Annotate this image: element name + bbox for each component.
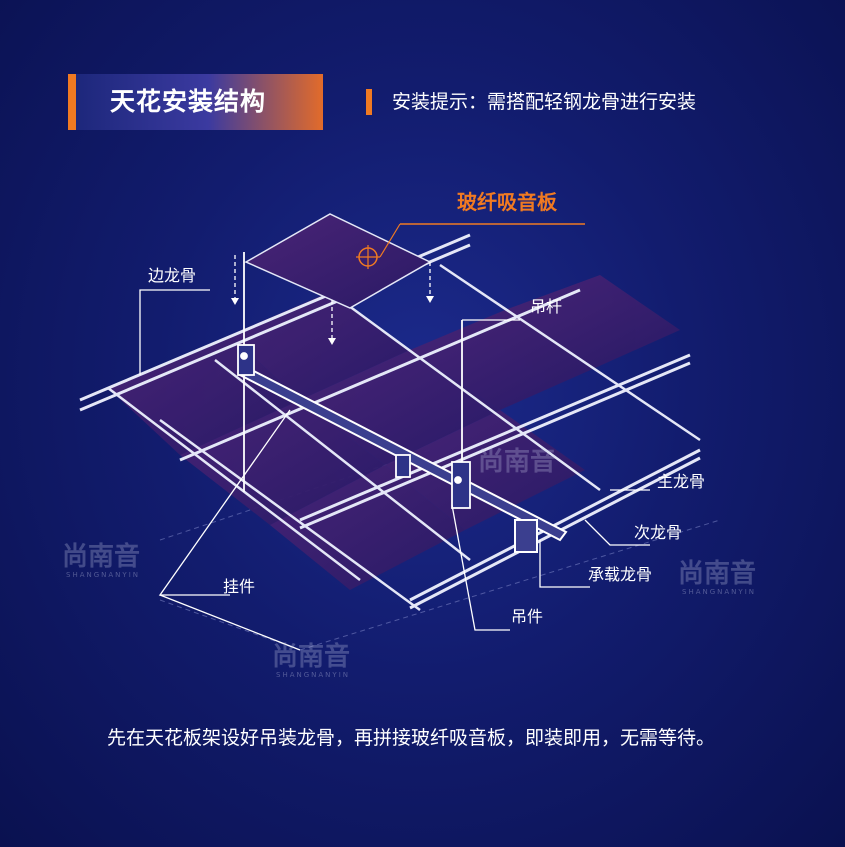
drop-arrows [234,255,431,340]
watermark-sub: SHANGNANYIN [66,571,140,579]
tip-accent-stripe [366,89,372,115]
main-keels [79,233,701,610]
hanger-rods [243,252,463,492]
watermark-sub: SHANGNANYIN [682,588,756,596]
secondary-keels [107,263,701,612]
install-description: 先在天花板架设好吊装龙骨，再拼接玻纤吸音板，即装即用，无需等待。 [107,727,716,749]
watermark-text: 尚南音 [62,541,140,572]
label-bearing-keel: 承载龙骨 [588,565,652,584]
watermark-text: 尚南音 [478,446,556,477]
watermark-sub: SHANGNANYIN [276,671,350,679]
label-hanger: 吊件 [511,607,543,626]
watermark-text: 尚南音 [272,641,350,672]
leader-lines [139,289,650,651]
install-tip: 安装提示：需搭配轻钢龙骨进行安装 [392,91,697,113]
section-title-bar: 天花安装结构 [68,74,323,130]
watermark-text: 尚南音 [678,558,756,589]
title-accent-stripe [68,74,76,130]
label-secondary-keel: 次龙骨 [634,523,682,542]
grid-panels [108,275,680,590]
acoustic-panel [244,213,585,309]
hangers [237,344,471,509]
ceiling-structure-diagram: 尚南音 SHANGNANYIN 尚南音 SHANGNANYIN 尚南音 SHAN… [62,190,756,679]
label-hanger-rod: 吊杆 [530,297,562,316]
watermarks: 尚南音 SHANGNANYIN 尚南音 SHANGNANYIN 尚南音 SHAN… [62,446,756,679]
label-main-keel: 主龙骨 [657,472,705,491]
label-edge-keel: 边龙骨 [148,266,196,285]
section-title: 天花安装结构 [110,87,267,116]
label-hook: 挂件 [223,577,255,596]
label-acoustic-panel: 玻纤吸音板 [457,190,558,214]
arrow-heads [231,296,434,345]
